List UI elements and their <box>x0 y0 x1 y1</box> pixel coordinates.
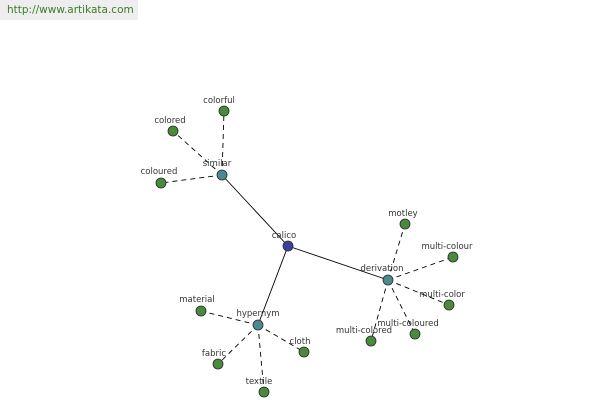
site-url-link[interactable]: http://www.artikata.com <box>7 4 134 16</box>
leaf-node-multi-coloured[interactable] <box>409 328 421 340</box>
edge-derivation-multi-color <box>387 279 450 306</box>
edge-derivation-multi-colored <box>370 279 389 342</box>
leaf-node-multi-color[interactable] <box>443 299 455 311</box>
leaf-node-coloured[interactable] <box>155 177 167 189</box>
leaf-label-multi-coloured[interactable]: multi-coloured <box>377 319 439 329</box>
leaf-label-colorful[interactable]: colorful <box>203 96 235 106</box>
relation-label-derivation[interactable]: derivation <box>360 264 403 274</box>
root-node-calico[interactable] <box>282 240 294 252</box>
leaf-label-cloth[interactable]: cloth <box>290 337 311 347</box>
leaf-label-material[interactable]: material <box>179 295 214 305</box>
edge-calico-hypernym <box>257 245 289 326</box>
leaf-label-fabric[interactable]: fabric <box>202 349 226 359</box>
leaf-node-multi-colored[interactable] <box>365 335 377 347</box>
leaf-label-multi-colour[interactable]: multi-colour <box>421 242 473 252</box>
relation-label-similar[interactable]: similar <box>203 159 232 169</box>
leaf-node-material[interactable] <box>195 305 207 317</box>
edge-derivation-multi-coloured <box>387 279 416 335</box>
edge-calico-derivation <box>287 245 389 281</box>
leaf-label-motley[interactable]: motley <box>388 209 417 219</box>
root-label-calico[interactable]: calico <box>272 231 296 241</box>
leaf-node-colored[interactable] <box>167 125 179 137</box>
edge-similar-colorful <box>221 110 225 176</box>
leaf-node-multi-colour[interactable] <box>447 251 459 263</box>
relation-label-hypernym[interactable]: hypernym <box>236 309 279 319</box>
edge-calico-similar <box>221 174 289 247</box>
edge-hypernym-textile <box>257 324 265 393</box>
edge-hypernym-material <box>200 310 259 326</box>
leaf-label-colored[interactable]: colored <box>154 116 185 126</box>
edge-similar-coloured <box>160 174 223 184</box>
leaf-node-cloth[interactable] <box>298 346 310 358</box>
leaf-node-motley[interactable] <box>399 218 411 230</box>
edge-derivation-motley <box>387 223 406 281</box>
leaf-label-multi-color[interactable]: multi-color <box>419 290 465 300</box>
leaf-label-textile[interactable]: textile <box>246 377 273 387</box>
leaf-node-fabric[interactable] <box>212 358 224 370</box>
edge-similar-colored <box>172 130 223 176</box>
leaf-node-colorful[interactable] <box>218 105 230 117</box>
relation-node-derivation[interactable] <box>382 274 394 286</box>
leaf-node-textile[interactable] <box>258 386 270 398</box>
edge-derivation-multi-colour <box>387 256 454 281</box>
leaf-label-coloured[interactable]: coloured <box>141 167 178 177</box>
relation-node-hypernym[interactable] <box>252 319 264 331</box>
relation-node-similar[interactable] <box>216 169 228 181</box>
leaf-label-multi-colored[interactable]: multi-colored <box>336 326 392 336</box>
edge-hypernym-fabric <box>217 324 259 365</box>
url-banner: http://www.artikata.com <box>0 0 138 20</box>
